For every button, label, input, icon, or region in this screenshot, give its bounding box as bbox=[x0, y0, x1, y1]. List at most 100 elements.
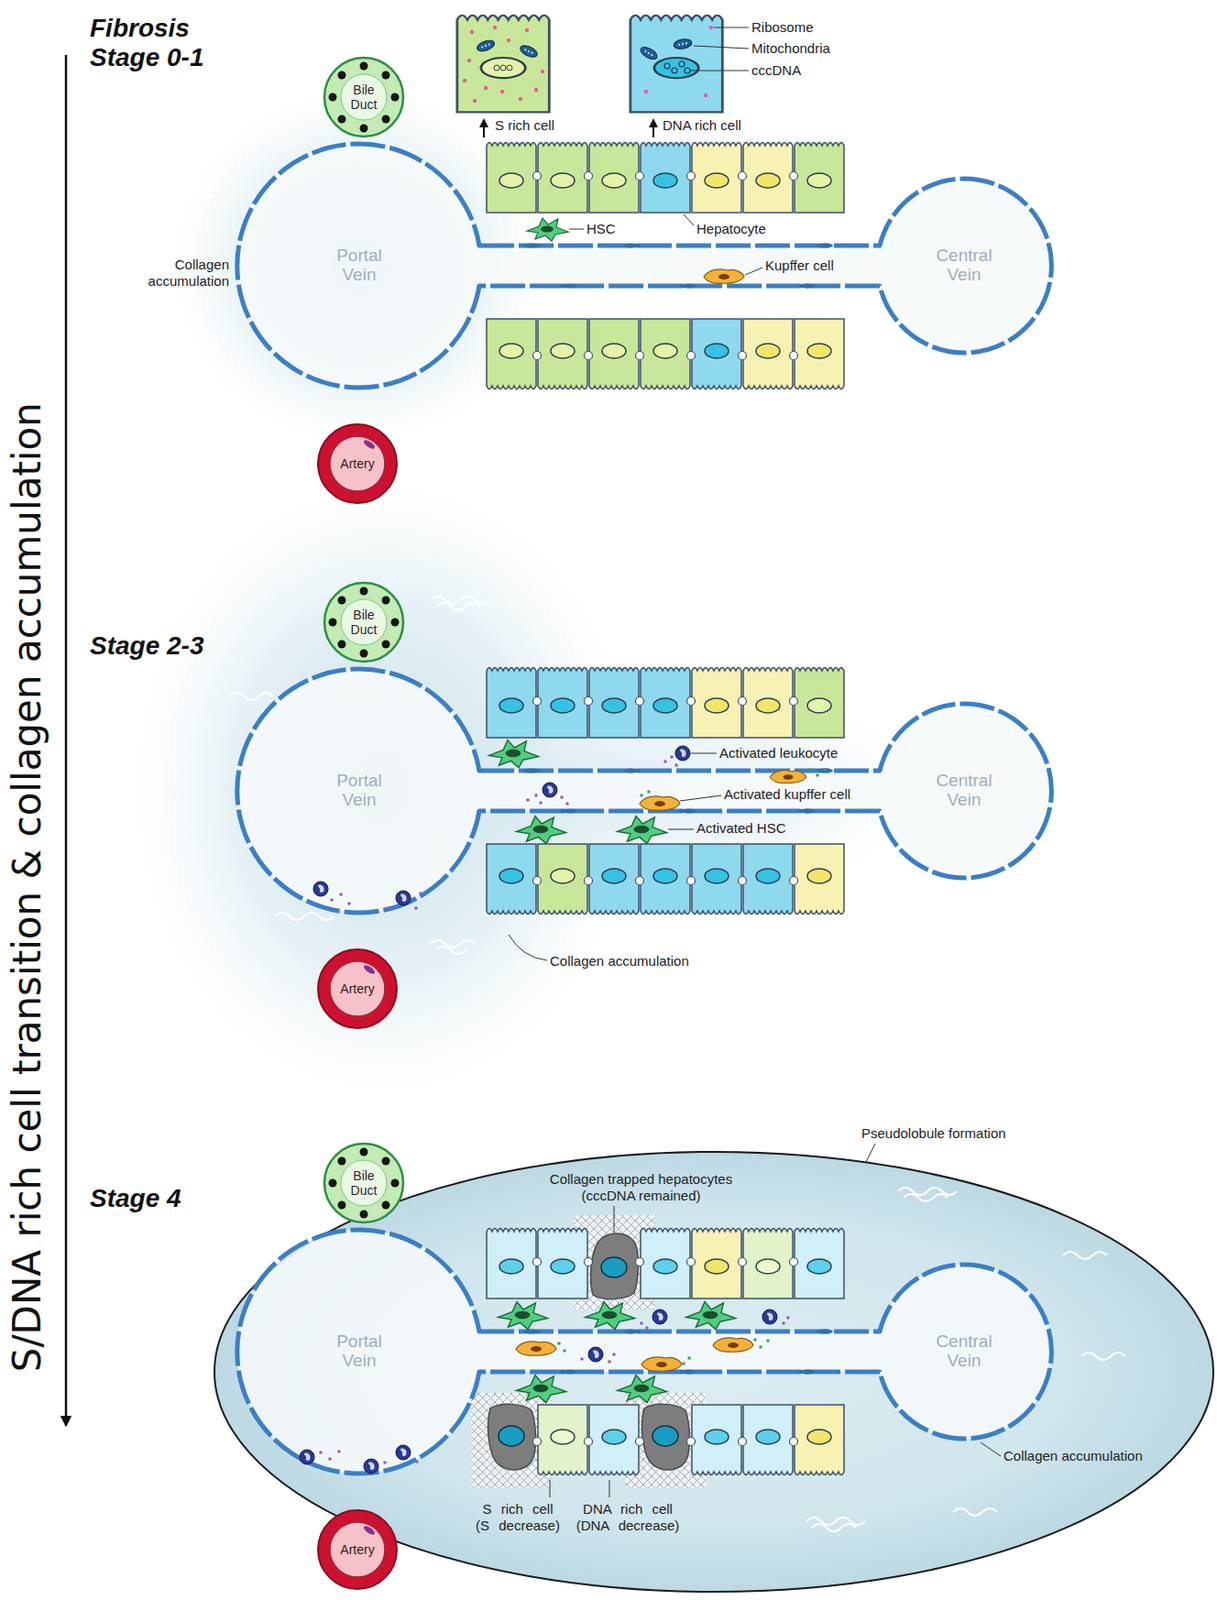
artery-lumen bbox=[329, 961, 385, 1017]
vein-label: Portal Vein bbox=[320, 771, 398, 811]
hepatocyte-row bbox=[486, 142, 845, 214]
node-text-box: Bile Duct bbox=[342, 1168, 385, 1198]
collagen-fibril bbox=[137, 184, 1126, 1532]
stage-heading: Stage 2-3 bbox=[89, 630, 205, 662]
node-text-box: Bile Duct bbox=[342, 607, 385, 637]
epithelial-nucleus bbox=[328, 1179, 338, 1188]
cell-label: Activated kupffer cell bbox=[723, 786, 851, 803]
enlarged-dna-rich-cell bbox=[630, 15, 723, 113]
node-text-box: Central Vein bbox=[925, 246, 1003, 286]
vein-label: Portal Vein bbox=[320, 1332, 398, 1371]
duct-lumen bbox=[340, 74, 387, 121]
organelle-label: Ribosome bbox=[751, 19, 814, 36]
epithelial-nucleus bbox=[382, 595, 391, 604]
node-text-box: Artery bbox=[339, 456, 374, 472]
bile-duct-label: Bile Duct bbox=[342, 607, 385, 637]
endothelial-cell bbox=[362, 438, 377, 451]
epithelial-nucleus bbox=[328, 618, 338, 627]
node-text-box: Portal Vein bbox=[320, 1332, 398, 1371]
cell-label: Kupffer cell bbox=[765, 257, 834, 275]
epithelial-nucleus bbox=[382, 1201, 391, 1210]
vein-label: Central Vein bbox=[925, 1332, 1003, 1371]
artery-wall bbox=[317, 949, 397, 1029]
artery-label: Artery bbox=[339, 981, 374, 997]
vein-circle: Portal Vein bbox=[237, 143, 482, 388]
cytokine-dots bbox=[318, 755, 790, 1465]
duct-wall bbox=[324, 582, 404, 662]
organelle-label: Mitochondria bbox=[751, 40, 831, 57]
artery-wall bbox=[317, 1510, 397, 1590]
endothelial-cell bbox=[362, 964, 377, 976]
vein-label: Portal Vein bbox=[320, 246, 398, 286]
collagen-label: Collagen accumulation bbox=[549, 953, 690, 970]
epithelial-nucleus bbox=[337, 640, 346, 649]
epithelial-nucleus bbox=[391, 618, 400, 627]
epithelial-nucleus bbox=[382, 640, 391, 649]
hepatocyte-row bbox=[486, 318, 845, 390]
cell-label: Hepatocyte bbox=[696, 220, 767, 238]
vein-circle: Central Vein bbox=[877, 703, 1052, 878]
hepatocyte-row bbox=[488, 1403, 845, 1475]
hepatocyte-row bbox=[486, 844, 845, 915]
stage-heading: Stage 4 bbox=[89, 1183, 182, 1215]
epithelial-nucleus bbox=[337, 1201, 346, 1210]
stage-heading: Stage 0-1 bbox=[89, 42, 205, 74]
leader-line bbox=[508, 27, 1001, 1498]
hepatocyte-row bbox=[486, 668, 845, 739]
node-text-box: Artery bbox=[339, 981, 374, 997]
pseudolobule-outline bbox=[214, 1151, 1214, 1592]
vein-label: Central Vein bbox=[925, 771, 1003, 811]
collagen-label: Collagen accumulation bbox=[1003, 1447, 1143, 1465]
bile-duct: Bile Duct bbox=[322, 55, 406, 139]
artery-wall bbox=[317, 424, 397, 504]
epithelial-nucleus bbox=[391, 93, 400, 102]
epithelial-nucleus bbox=[382, 1156, 391, 1165]
epithelial-nucleus bbox=[360, 587, 369, 596]
vein-circle: Central Vein bbox=[877, 178, 1052, 353]
epithelial-nucleus bbox=[337, 70, 346, 79]
epithelial-nucleus bbox=[360, 1210, 369, 1219]
bile-duct: Bile Duct bbox=[322, 581, 406, 664]
hepatocyte-row bbox=[486, 1228, 845, 1300]
node-text-box: Portal Vein bbox=[320, 771, 398, 811]
bile-duct-label: Bile Duct bbox=[342, 82, 385, 112]
vein-label: Central Vein bbox=[925, 246, 1003, 286]
artery-label: Artery bbox=[339, 456, 374, 472]
up-arrow bbox=[482, 120, 485, 138]
node-text-box: Portal Vein bbox=[320, 246, 398, 286]
trapped-cell-label: Collagen trapped hepatocytes (cccDNA rem… bbox=[542, 1171, 740, 1205]
vein-circle: Portal Vein bbox=[237, 1229, 482, 1474]
vein-circle: Central Vein bbox=[877, 1264, 1052, 1439]
enlarged-s-rich-cell bbox=[457, 15, 549, 113]
cell-type-label: S rich cell bbox=[494, 117, 555, 134]
bile-duct-label: Bile Duct bbox=[342, 1168, 385, 1198]
vein-circle: Portal Vein bbox=[237, 668, 482, 913]
cytokine-dots bbox=[557, 767, 827, 1366]
stellate-cell bbox=[489, 218, 736, 1404]
axis-label: S/DNA rich cell transition & collagen ac… bbox=[4, 402, 51, 1372]
artery-lumen bbox=[329, 1522, 385, 1578]
artery-circle: Artery bbox=[316, 947, 399, 1031]
duct-lumen bbox=[340, 1160, 387, 1207]
organelle-label: cccDNA bbox=[751, 62, 801, 79]
figure-heading: Fibrosis bbox=[89, 12, 190, 44]
cell-type-label: DNA rich cell bbox=[662, 117, 742, 134]
duct-wall bbox=[324, 1143, 404, 1223]
collagen-label: Collagen accumulation bbox=[132, 256, 230, 290]
epithelial-nucleus bbox=[360, 1148, 369, 1157]
cell-type-label: S rich cell (S decrease) bbox=[472, 1501, 563, 1535]
cell-label: Activated HSC bbox=[696, 820, 787, 837]
node-text-box: Bile Duct bbox=[342, 82, 385, 112]
epithelial-nucleus bbox=[382, 70, 391, 79]
up-arrow bbox=[652, 120, 655, 138]
artery-lumen bbox=[329, 436, 385, 492]
duct-wall bbox=[324, 57, 404, 137]
artery-circle: Artery bbox=[316, 422, 399, 505]
epithelial-nucleus bbox=[382, 115, 391, 124]
cell-label: Activated leukocyte bbox=[719, 745, 838, 762]
cell-label: HSC bbox=[586, 220, 616, 238]
node-text-box: Central Vein bbox=[925, 1332, 1003, 1371]
epithelial-nucleus bbox=[337, 115, 346, 124]
